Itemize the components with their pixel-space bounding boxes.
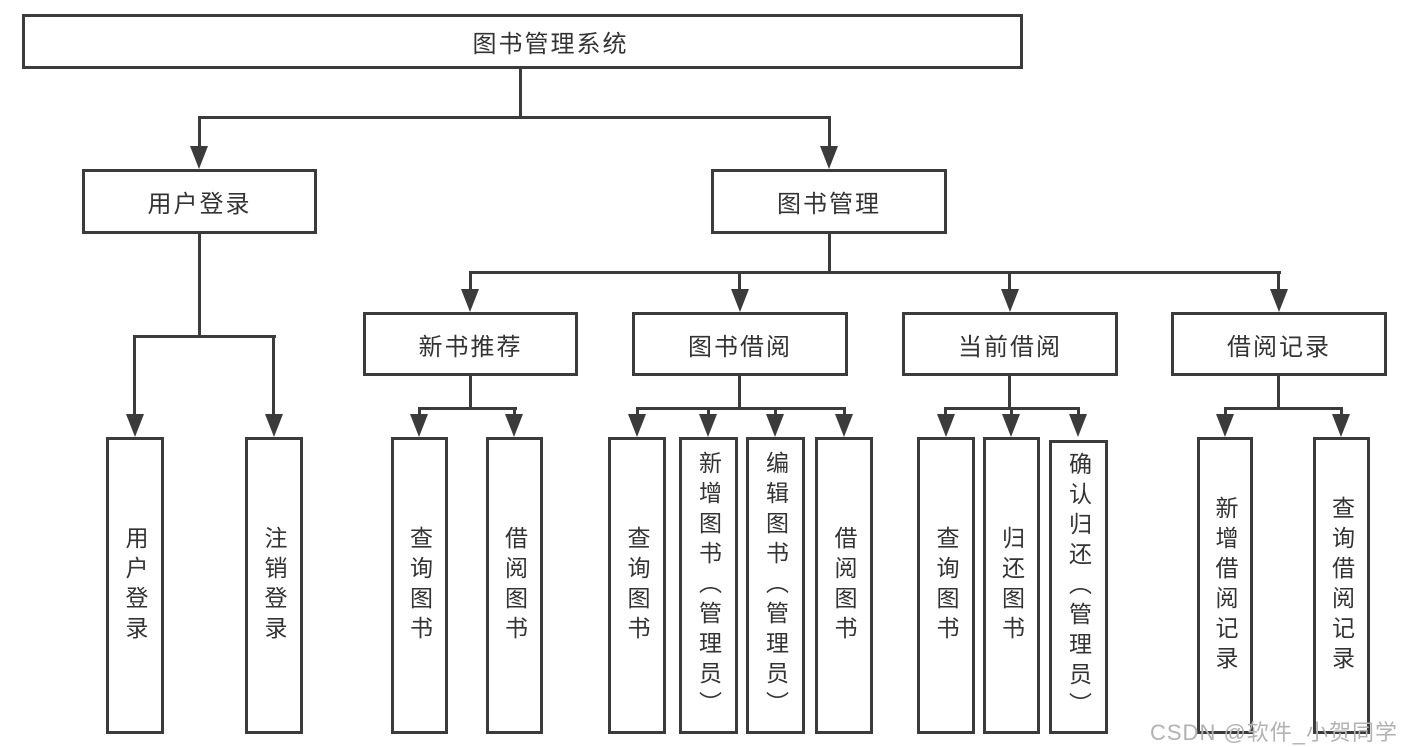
connector-drop-br-query	[1340, 407, 1343, 416]
arrowhead-cb-confirm	[1069, 414, 1087, 437]
connector-drop-borrow-record	[1277, 271, 1280, 292]
connector-drop-bb-add	[707, 407, 710, 416]
connector-drop-cb-return	[1010, 407, 1013, 416]
connector-drop-bb-borrow	[843, 407, 846, 416]
leaf-logout: 注销登录	[245, 437, 303, 734]
connector-drop-bb-query	[636, 407, 639, 416]
arrowhead-new-book	[461, 289, 479, 312]
leaf-query-books-recommend: 查询图书	[391, 437, 448, 734]
connector-new-book-stem	[469, 375, 472, 409]
node-user-login: 用户登录	[82, 169, 317, 234]
arrowhead-current-borrow	[1001, 289, 1019, 312]
leaf-borrow-books: 借阅图书	[815, 437, 873, 734]
connector-borrow-record-stem	[1277, 375, 1280, 409]
connector-drop-leaf-user-login	[133, 335, 136, 417]
connector-borrow-record-bar	[1224, 407, 1343, 410]
leaf-borrow-books-recommend: 借阅图书	[486, 437, 543, 734]
arrowhead-cb-return	[1002, 414, 1020, 437]
leaf-add-books-admin: 新增图书（管理员）	[679, 437, 738, 734]
arrowhead-leaf-logout	[265, 414, 283, 437]
arrowhead-bb-edit	[766, 414, 784, 437]
connector-book-management-bar	[469, 271, 1281, 274]
node-book-borrow: 图书借阅	[632, 312, 848, 376]
leaf-edit-books-admin: 编辑图书（管理员）	[746, 437, 805, 734]
connector-user-login-stem	[198, 232, 201, 337]
arrowhead-br-add	[1216, 414, 1234, 437]
connector-user-login-bar	[133, 335, 276, 338]
node-book-management: 图书管理	[711, 169, 947, 234]
arrowhead-nb-query	[410, 414, 428, 437]
leaf-confirm-return-admin: 确认归还（管理员）	[1049, 440, 1108, 734]
connector-drop-current-borrow	[1008, 271, 1011, 292]
arrowhead-leaf-user-login	[126, 414, 144, 437]
node-current-borrow: 当前借阅	[902, 312, 1118, 376]
leaf-return-books: 归还图书	[983, 437, 1040, 734]
connector-drop-nb-borrow	[513, 407, 516, 416]
leaf-query-books-current: 查询图书	[917, 437, 975, 734]
arrowhead-borrow-record	[1270, 289, 1288, 312]
watermark: CSDN @软件_小贺同学	[1150, 720, 1399, 745]
connector-book-management-stem	[828, 232, 831, 273]
connector-drop-leaf-logout	[272, 335, 275, 417]
arrowhead-bb-add	[699, 414, 717, 437]
connector-drop-book-borrow	[738, 271, 741, 292]
arrowhead-user-login	[190, 146, 208, 169]
node-new-book-recommend: 新书推荐	[363, 312, 578, 376]
arrowhead-br-query	[1332, 414, 1350, 437]
leaf-user-login: 用户登录	[106, 437, 164, 734]
arrowhead-bb-query	[628, 414, 646, 437]
connector-root-bar	[198, 116, 831, 119]
arrowhead-book-borrow	[731, 289, 749, 312]
connector-current-borrow-stem	[1008, 375, 1011, 409]
connector-drop-cb-confirm	[1077, 407, 1080, 416]
leaf-add-borrow-record: 新增借阅记录	[1197, 437, 1253, 734]
arrowhead-bb-borrow	[835, 414, 853, 437]
connector-book-borrow-bar	[636, 407, 845, 410]
connector-drop-new-book	[469, 271, 472, 292]
leaf-query-books-borrow: 查询图书	[608, 437, 666, 734]
connector-drop-br-add	[1224, 407, 1227, 416]
node-root: 图书管理系统	[22, 14, 1023, 69]
connector-drop-book-management	[828, 116, 831, 150]
connector-book-borrow-stem	[738, 375, 741, 409]
arrowhead-book-management	[820, 146, 838, 169]
arrowhead-cb-query	[937, 414, 955, 437]
leaf-query-borrow-record: 查询借阅记录	[1313, 437, 1370, 734]
connector-drop-user-login	[198, 116, 201, 150]
connector-root-stem	[519, 66, 522, 118]
connector-new-book-bar	[418, 407, 517, 410]
node-borrow-record: 借阅记录	[1171, 312, 1387, 376]
connector-drop-cb-query	[944, 407, 947, 416]
connector-drop-bb-edit	[774, 407, 777, 416]
arrowhead-nb-borrow	[505, 414, 523, 437]
connector-drop-nb-query	[418, 407, 421, 416]
